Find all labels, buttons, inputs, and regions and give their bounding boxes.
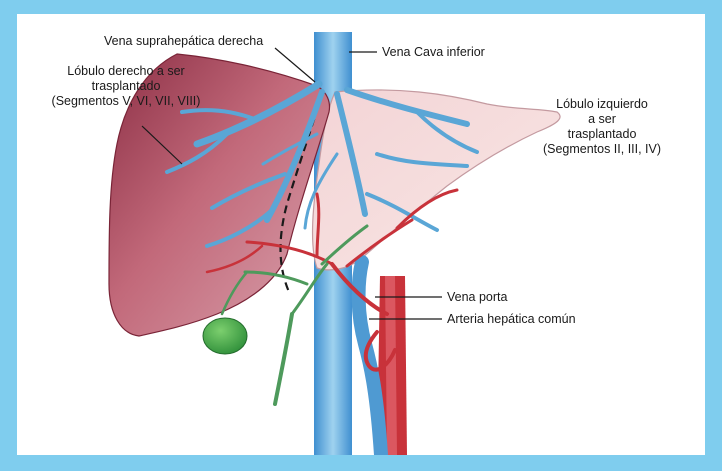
label-right-lobe-line2: trasplantado (31, 79, 221, 94)
label-right-lobe-line3: (Segmentos V, VI, VII, VIII) (31, 94, 221, 109)
label-right-hepatic-vein: Vena suprahepática derecha (104, 34, 263, 49)
label-left-lobe-line1: Lóbulo izquierdo (522, 97, 682, 112)
label-left-lobe-line2: a ser (522, 112, 682, 127)
label-right-lobe: Lóbulo derecho a ser trasplantado (Segme… (31, 64, 221, 109)
label-common-hepatic-artery: Arteria hepática común (447, 312, 576, 327)
label-left-lobe-line3: trasplantado (522, 127, 682, 142)
label-right-lobe-line1: Lóbulo derecho a ser (31, 64, 221, 79)
label-left-lobe-line4: (Segmentos II, III, IV) (522, 142, 682, 157)
portal-vein (359, 262, 381, 455)
label-left-lobe: Lóbulo izquierdo a ser trasplantado (Seg… (522, 97, 682, 157)
illustration-frame: Vena suprahepática derecha Vena Cava inf… (17, 14, 705, 455)
gallbladder (203, 318, 247, 354)
label-portal-vein: Vena porta (447, 290, 507, 305)
label-inferior-vena-cava: Vena Cava inferior (382, 45, 485, 60)
